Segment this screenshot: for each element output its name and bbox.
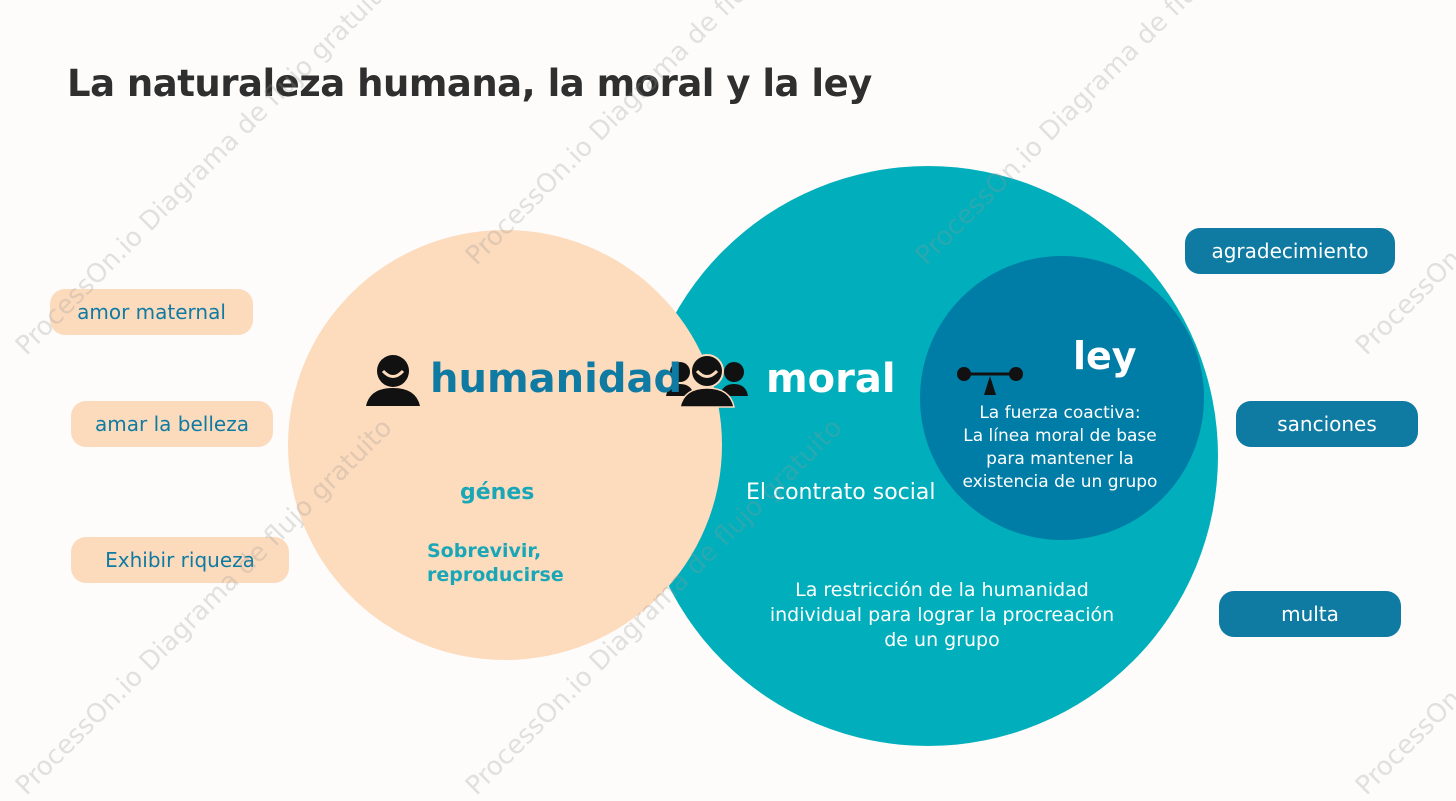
survival-text: Sobrevivir, reproducirse <box>427 540 564 586</box>
right-pill-multa: multa <box>1219 591 1401 637</box>
group-icon <box>666 354 748 408</box>
left-pill-exhibir-riqueza: Exhibir riqueza <box>71 537 289 583</box>
law-circle <box>920 256 1204 540</box>
left-pill-amar-belleza: amar la belleza <box>71 401 273 447</box>
humanity-label: humanidad <box>430 356 683 402</box>
law-label: ley <box>1073 334 1137 378</box>
person-icon <box>366 355 420 406</box>
genes-label: génes <box>460 480 535 505</box>
humanity-circle <box>288 230 722 660</box>
page-title: La naturaleza humana, la moral y la ley <box>67 62 872 105</box>
restriction-text: La restricción de la humanidad individua… <box>769 579 1115 651</box>
watermark: ProcessOn.io Diagrama de flujo gratuito <box>1350 0 1456 362</box>
moral-label: moral <box>766 356 896 402</box>
social-contract-text: El contrato social <box>746 480 936 505</box>
left-pill-amor-maternal: amor maternal <box>50 289 253 335</box>
right-pill-sanciones: sanciones <box>1236 401 1418 447</box>
coercive-force-text: La fuerza coactiva: La línea moral de ba… <box>962 403 1158 492</box>
right-pill-agradecimiento: agradecimiento <box>1185 228 1395 274</box>
balance-icon <box>957 367 1023 395</box>
